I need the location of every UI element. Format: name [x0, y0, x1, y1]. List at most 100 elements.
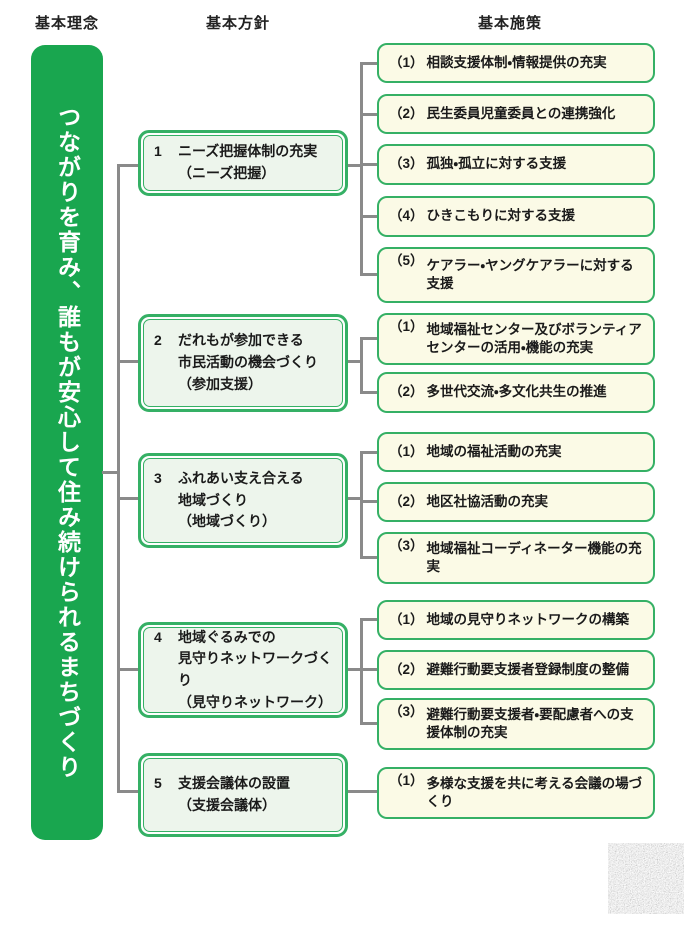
measure-1-2-text: 民生委員児童委員との連携強化	[426, 105, 616, 121]
connector-stub-g4-1	[361, 618, 377, 621]
policy-4-line-2: 見守りネットワークづくり	[178, 650, 332, 688]
measure-1-5-text: ケアラー・ヤングケアラーに対する支援	[426, 257, 634, 291]
connector-trunk-g2	[360, 337, 363, 394]
measure-4-3-text: 避難行動要支援者・要配慮者への支援体制の充実	[426, 706, 634, 740]
measure-1-4-number: （4）	[389, 208, 424, 224]
connector-stub-policy-3	[117, 497, 138, 500]
measure-3-2-number: （2）	[389, 493, 424, 509]
measure-4-2-text: 避難行動要支援者登録制度の整備	[426, 661, 630, 677]
connector-stub-g2-1	[361, 337, 377, 340]
measure-3-1-number: （1）	[389, 443, 424, 459]
connector-stub-policy-2	[117, 360, 138, 363]
policy-box-5: 5 支援会議体の設置 （支援会議体）	[138, 753, 348, 837]
connector-stub-g4-2	[361, 668, 377, 671]
connector-stub-g3-3	[361, 556, 377, 559]
connector-stub-g1-4	[361, 215, 377, 218]
measure-box-4-2: （2） 避難行動要支援者登録制度の整備	[377, 650, 655, 690]
connector-stub-g1-1	[361, 62, 377, 65]
measure-box-1-4: （4） ひきこもりに対する支援	[377, 196, 655, 237]
column-header-policy: 基本方針	[206, 15, 271, 32]
connector-stub-g1-3	[361, 163, 377, 166]
noise-image	[608, 843, 684, 914]
measure-box-3-3: （3） 地域福祉コーディネーター機能の充実	[377, 532, 655, 584]
measure-2-2-number: （2）	[389, 384, 424, 400]
measure-box-1-2: （2） 民生委員児童委員との連携強化	[377, 94, 655, 134]
policy-3-line-1: ふれあい支え合える	[178, 469, 304, 486]
policy-2-number: 2	[154, 332, 162, 349]
policy-1-line-1: ニーズ把握体制の充実	[178, 143, 318, 160]
connector-policy4-out	[348, 668, 362, 671]
measure-5-1-text: 多様な支援を共に考える会議の場づくり	[426, 775, 643, 809]
connector-stub-g4-3	[361, 722, 377, 725]
measure-box-2-2: （2） 多世代交流・多文化共生の推進	[377, 372, 655, 413]
connector-stub-policy-1	[117, 164, 138, 167]
policy-box-3-inner: 3 ふれあい支え合える 地域づくり （地域づくり）	[143, 458, 343, 543]
measure-box-1-3: （3） 孤独・孤立に対する支援	[377, 144, 655, 185]
connector-trunk-g4	[360, 618, 363, 725]
policy-box-1-inner: 1 ニーズ把握体制の充実 （ニーズ把握）	[143, 135, 343, 191]
connector-stub-policy-5	[117, 790, 138, 793]
connector-stub-g3-2	[361, 500, 377, 503]
measure-box-3-1: （1） 地域の福祉活動の充実	[377, 432, 655, 472]
policy-box-4: 4 地域ぐるみでの 見守りネットワークづくり （見守りネットワーク）	[138, 622, 348, 718]
measure-1-2-number: （2）	[389, 105, 424, 121]
policy-4-number: 4	[154, 628, 162, 645]
connector-policy2-out	[348, 360, 362, 363]
measure-3-3-number: （3）	[389, 538, 424, 553]
column-header-measures: 基本施策	[478, 15, 543, 32]
measure-box-1-1: （1） 相談支援体制・情報提供の充実	[377, 43, 655, 83]
connector-policy3-out	[348, 497, 362, 500]
policy-1-number: 1	[154, 143, 162, 160]
measure-1-1-text: 相談支援体制・情報提供の充実	[426, 54, 607, 70]
measure-1-3-text: 孤独・孤立に対する支援	[426, 156, 567, 172]
measure-3-1-text: 地域の福祉活動の充実	[426, 443, 562, 459]
connector-stub-policy-4	[117, 668, 138, 671]
connector-policy5-out	[348, 790, 377, 793]
measure-5-1-number: （1）	[389, 773, 424, 788]
measure-4-1-number: （1）	[389, 611, 424, 627]
measure-box-4-1: （1） 地域の見守りネットワークの構築	[377, 600, 655, 640]
measure-1-3-number: （3）	[389, 156, 424, 172]
measure-2-2-text: 多世代交流・多文化共生の推進	[426, 384, 607, 400]
policy-box-2: 2 だれもが参加できる 市民活動の機会づくり （参加支援）	[138, 314, 348, 412]
policy-box-5-inner: 5 支援会議体の設置 （支援会議体）	[143, 758, 343, 832]
connector-stub-g1-5	[361, 273, 377, 276]
measure-4-1-text: 地域の見守りネットワークの構築	[426, 611, 630, 627]
policy-box-4-inner: 4 地域ぐるみでの 見守りネットワークづくり （見守りネットワーク）	[143, 627, 343, 713]
policy-box-3: 3 ふれあい支え合える 地域づくり （地域づくり）	[138, 453, 348, 548]
policy-2-line-3: （参加支援）	[178, 375, 262, 392]
policy-3-line-2: 地域づくり	[178, 491, 248, 508]
policy-5-line-2: （支援会議体）	[178, 797, 276, 813]
policy-3-line-3: （地域づくり）	[178, 513, 276, 530]
connector-left-trunk	[117, 164, 120, 793]
connector-bar-stub	[102, 471, 118, 474]
policy-5-line-1: 支援会議体の設置	[178, 775, 290, 792]
connector-policy1-out	[348, 164, 362, 167]
measure-3-2-text: 地区社協活動の充実	[426, 493, 549, 509]
philosophy-banner: つながりを育み、誰もが安心して住み続けられるまちづくり	[31, 45, 103, 840]
policy-4-line-1: 地域ぐるみでの	[178, 628, 276, 645]
policy-4-line-3: （見守りネットワーク）	[178, 693, 332, 710]
policy-box-2-inner: 2 だれもが参加できる 市民活動の機会づくり （参加支援）	[143, 319, 343, 407]
connector-trunk-g1	[360, 62, 363, 276]
philosophy-text: つながりを育み、誰もが安心して住み続けられるまちづくり	[54, 105, 81, 780]
connector-stub-g2-2	[361, 391, 377, 394]
connector-stub-g1-2	[361, 113, 377, 116]
policy-5-number: 5	[154, 775, 162, 792]
column-header-philosophy: 基本理念	[35, 15, 100, 32]
connector-stub-g3-1	[361, 451, 377, 454]
measure-box-4-3: （3） 避難行動要支援者・要配慮者への支援体制の充実	[377, 698, 655, 750]
measure-box-2-1: （1） 地域福祉センター及びボランティアセンターの活用・機能の充実	[377, 313, 655, 365]
measure-box-5-1: （1） 多様な支援を共に考える会議の場づくり	[377, 767, 655, 819]
measure-1-5-number: （5）	[389, 253, 424, 268]
policy-2-line-1: だれもが参加できる	[178, 332, 304, 349]
policy-3-number: 3	[154, 469, 162, 486]
measure-2-1-number: （1）	[389, 319, 424, 334]
measure-3-3-text: 地域福祉コーディネーター機能の充実	[426, 540, 642, 574]
connector-trunk-g3	[360, 451, 363, 559]
measure-1-1-number: （1）	[389, 54, 424, 70]
measure-1-4-text: ひきこもりに対する支援	[426, 208, 576, 224]
measure-box-1-5: （5） ケアラー・ヤングケアラーに対する支援	[377, 247, 655, 303]
measure-4-2-number: （2）	[389, 661, 424, 677]
